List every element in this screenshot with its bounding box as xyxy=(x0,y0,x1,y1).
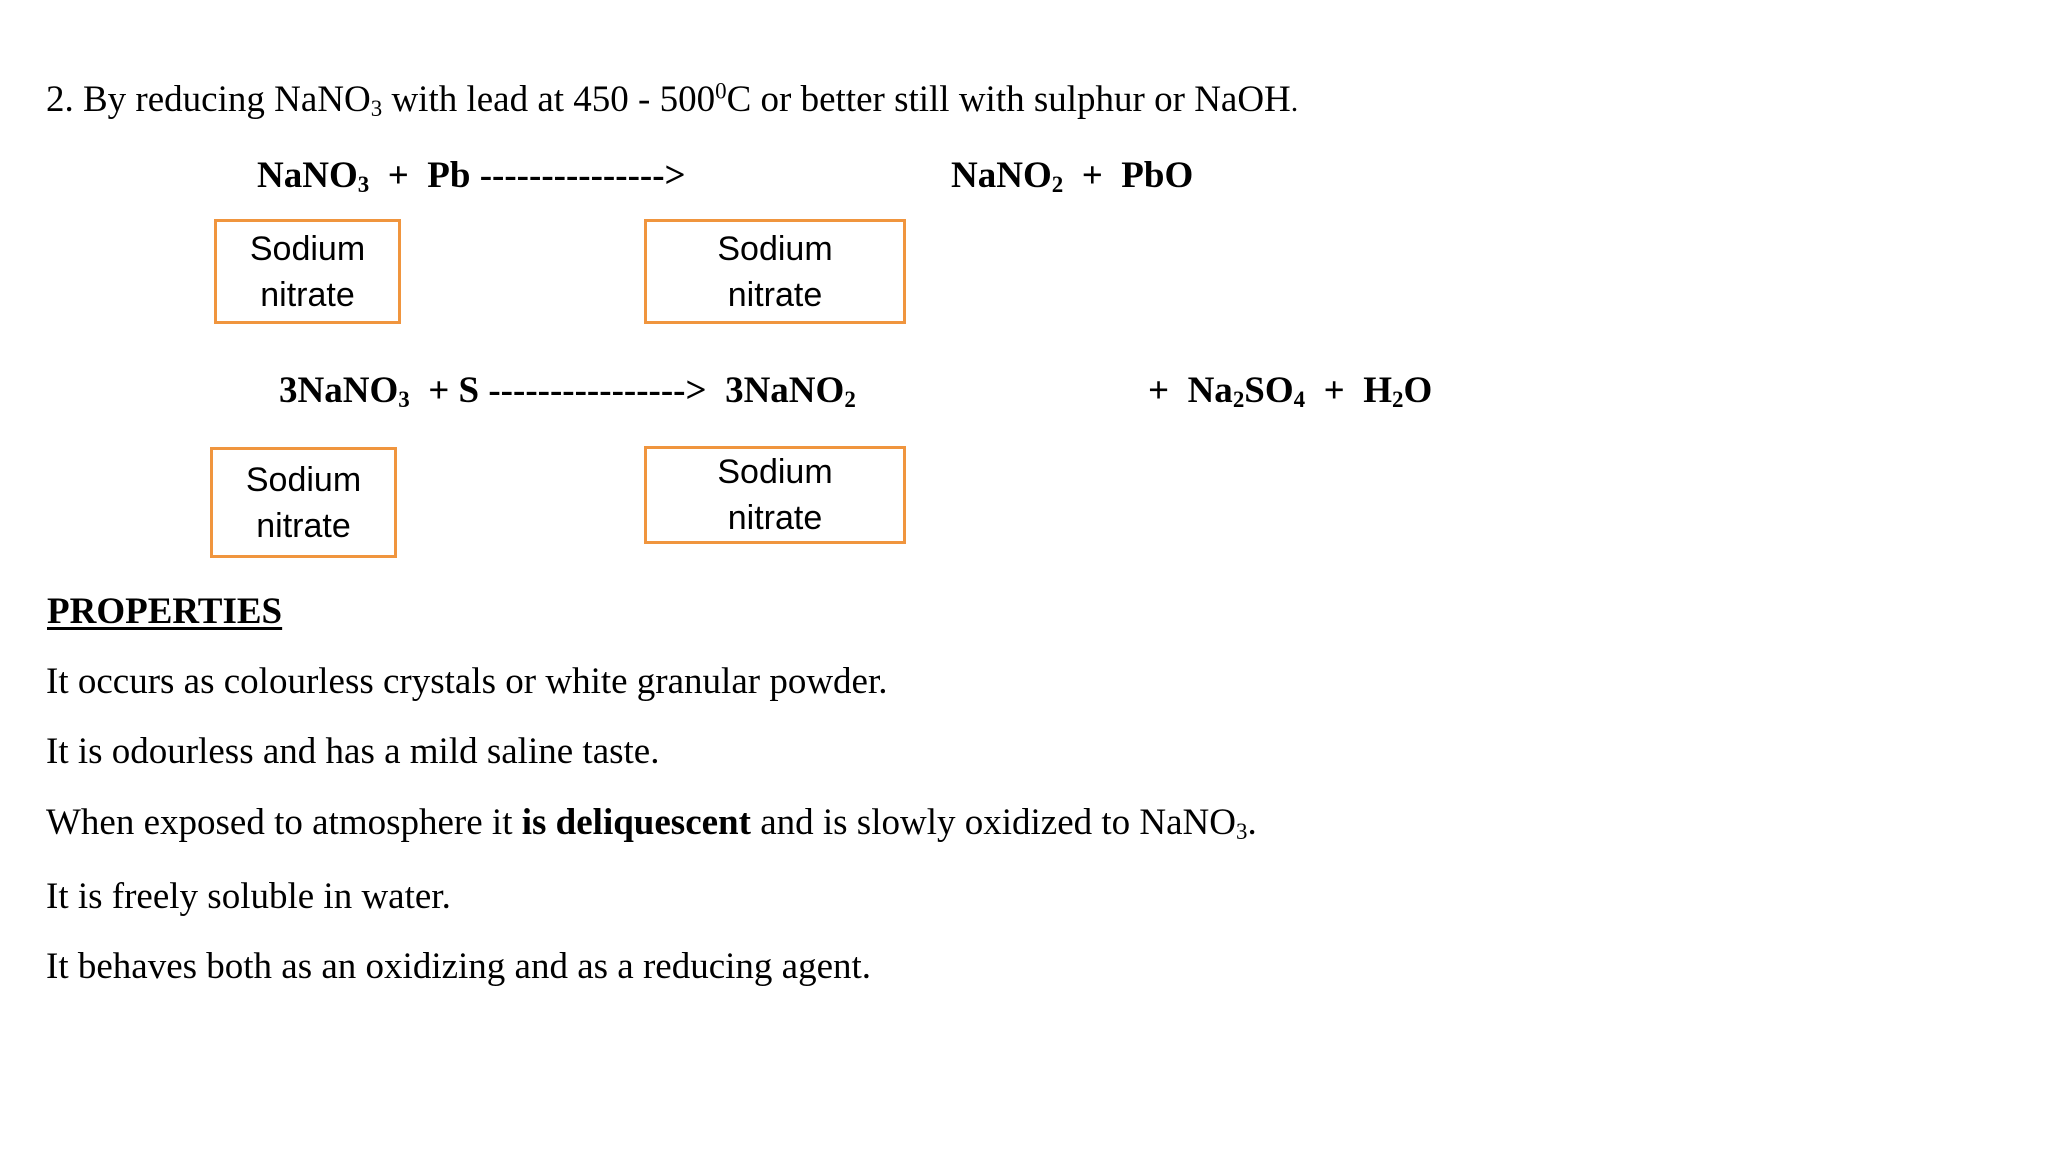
property-item: It occurs as colourless crystals or whit… xyxy=(46,661,888,702)
property-item: It is odourless and has a mild saline ta… xyxy=(46,731,660,772)
equation-1-products: NaNO2 + PbO xyxy=(951,155,1194,198)
property-item: It behaves both as an oxidizing and as a… xyxy=(46,946,872,987)
properties-heading: PROPERTIES xyxy=(47,591,283,632)
intro-text: 2. By reducing NaNO3 with lead at 450 - … xyxy=(46,78,1299,122)
property-item-deliquescent: When exposed to atmosphere it is delique… xyxy=(46,802,1257,845)
equation-2-byproducts: + Na2SO4 + H2O xyxy=(1148,370,1433,413)
property-item: It is freely soluble in water. xyxy=(46,876,451,917)
equation-2-reactants: 3NaNO3 + S ----------------> 3NaNO2 xyxy=(279,370,856,413)
equation-1-reactants: NaNO3 + Pb ---------------> xyxy=(257,155,686,198)
